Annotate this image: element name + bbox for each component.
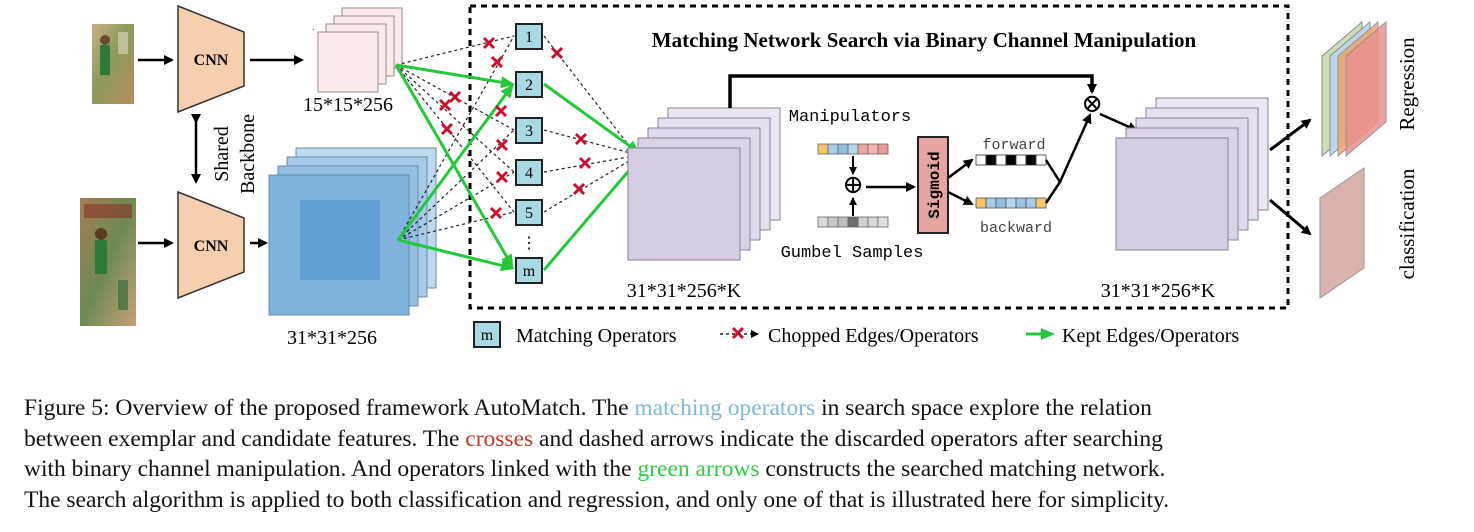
search-feature-stack [268,147,437,316]
search-image [80,198,136,326]
classification-label: classification [1395,168,1419,279]
search-dims: 31*31*256 [287,327,377,349]
cnn-bottom: CNN [177,190,245,300]
legend-chopped-cross [731,326,745,340]
classification-map [1319,167,1365,299]
regression-label: Regression [1395,37,1419,131]
caption-green-arrows: green arrows [637,456,760,482]
legend-operator-icon: m [473,321,501,348]
legend: m Matching Operators Chopped Edges/Opera… [473,321,1239,348]
chopped-edges-search [397,35,515,241]
caption-crosses: crosses [465,425,534,452]
arrow-sigmoid-backward [947,190,974,206]
binary-backward-vector [975,197,1047,209]
exemplar-image [92,24,134,104]
operator-5: 5 [515,199,543,226]
skip-connection [728,74,1097,108]
caption-line-1: Figure 5: Overview of the proposed frame… [24,395,1152,421]
svg-text:1: 1 [525,29,533,46]
svg-text:3: 3 [525,123,533,140]
operator-3: 3 [515,117,543,144]
arrow-to-classification [1269,198,1312,236]
svg-text:4: 4 [525,165,533,182]
svg-text:m: m [481,327,494,344]
cnn-top: CNN [177,4,245,114]
times-icon: ⊗ [1081,89,1103,118]
search-title: Matching Network Search via Binary Chann… [652,28,1197,52]
operator-1: 1 [515,23,543,50]
caption-matching-operators: matching operators [634,395,816,421]
plus-icon: ⊕ [842,170,864,199]
svg-text:5: 5 [525,205,533,222]
cnn-bottom-label: CNN [194,238,229,255]
kept-edges-inputs [394,63,515,272]
arrow-to-regression [1269,118,1312,152]
exemplar-feature-stack: . [312,7,403,93]
legend-kept-label: Kept Edges/Operators [1062,325,1239,347]
gumbel-label: Gumbel Samples [781,244,924,263]
caption-line-4: The search algorithm is applied to both … [24,486,1170,513]
chopped-edges-output [543,35,635,213]
chopped-crosses-output [550,46,592,196]
operator-2: 2 [515,71,543,98]
manipulator-vector [817,143,889,155]
matched-dims-right: 31*31*256*K [1101,280,1216,302]
binary-forward-vector [975,154,1047,166]
shared-label: Shared [211,126,233,182]
svg-text:2: 2 [525,77,533,94]
arrow-binary-merge [1044,115,1090,204]
chopped-crosses-input [438,36,509,220]
matched-stack-right [1115,97,1269,251]
caption-line-2: between exemplar and candidate features.… [24,425,1163,452]
gumbel-vector [817,216,889,228]
exemplar-dims: 15*15*256 [303,94,393,116]
operator-4: 4 [515,159,543,186]
matched-stack-left [627,107,781,261]
legend-operator-label: Matching Operators [516,325,677,347]
backward-label: backward [980,220,1052,237]
operator-ellipsis: ⋮ [521,235,537,252]
manipulators-label: Manipulators [789,108,911,127]
svg-text:.: . [312,21,315,33]
svg-text:m: m [523,263,536,280]
arrow-sigmoid-forward [947,158,974,179]
arrow-times-to-output [1099,112,1138,132]
sigmoid-block: Sigmoid [917,136,949,234]
legend-chopped-label: Chopped Edges/Operators [768,325,979,347]
caption-line-3: with binary channel manipulation. And op… [24,456,1166,482]
automatch-diagram: CNN CNN Shared Backbone . 15*15*256 31*3… [80,4,1419,349]
search-space-box [468,4,1290,310]
operator-m: m [515,257,543,284]
forward-label: forward [982,137,1045,154]
kept-edges-output [542,82,641,271]
backbone-label: Backbone [237,114,259,194]
matched-dims-left: 31*31*256*K [627,280,742,302]
cnn-top-label: CNN [194,52,229,69]
regression-maps [1321,20,1387,158]
figure-caption: Figure 5: Overview of the proposed frame… [24,393,1454,515]
sigmoid-label: Sigmoid [926,151,944,218]
